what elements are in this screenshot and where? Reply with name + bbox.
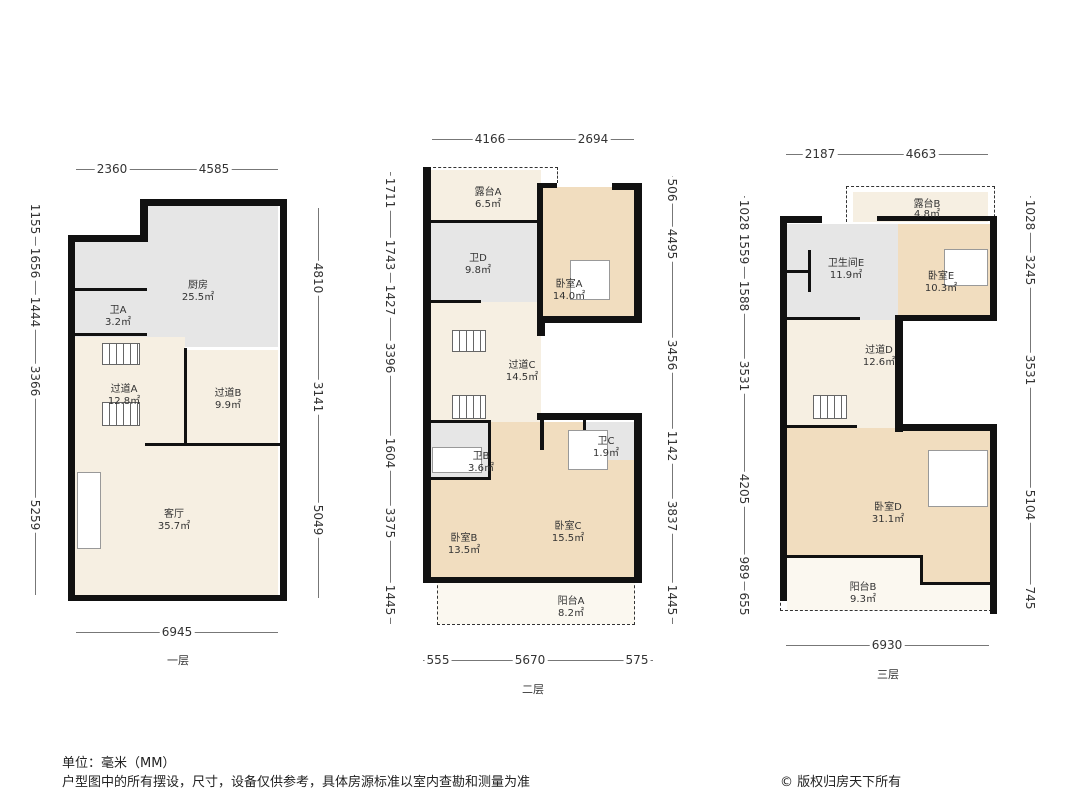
dim-left: 655: [737, 590, 751, 618]
dim-left: 989: [737, 554, 751, 582]
dim-top: 2187: [802, 147, 838, 161]
unit-note: 单位：毫米（MM）: [62, 756, 176, 771]
dim-left: 1588: [737, 278, 751, 314]
copyright: © 版权归房天下所有: [780, 775, 902, 790]
dim-left: 1028: [737, 197, 751, 233]
dim-left: 1155: [28, 201, 42, 237]
dim-right: 1142: [665, 428, 679, 464]
dim-right: 5049: [311, 502, 325, 538]
dim-left: 3396: [383, 340, 397, 376]
dim-left: 5259: [28, 497, 42, 533]
dim-bottom: 5670: [512, 653, 548, 667]
dim-top: 2360: [94, 162, 130, 176]
dim-top: 4166: [472, 132, 508, 146]
dim-top: 4663: [903, 147, 939, 161]
dim-right: 1028: [1023, 197, 1037, 233]
dim-left: 4205: [737, 471, 751, 507]
disclaimer: 户型图中的所有摆设，尺寸，设备仅供参考，具体房源标准以室内查勘和测量为准: [62, 775, 531, 790]
dim-right: 5104: [1023, 487, 1037, 523]
dim-bottom: 6945: [159, 625, 195, 639]
dim-left: 1711: [383, 175, 397, 211]
dim-left: 1559: [737, 231, 751, 267]
dim-top: 4585: [196, 162, 232, 176]
floor-title: 一层: [167, 654, 189, 667]
dim-right: 1445: [665, 582, 679, 618]
dim-right: 3531: [1023, 352, 1037, 388]
dim-right: 3456: [665, 337, 679, 373]
dim-left: 1445: [383, 582, 397, 618]
dim-right: 3141: [311, 379, 325, 415]
dim-left: 1743: [383, 237, 397, 273]
dim-right: 745: [1023, 584, 1037, 612]
dim-right: 506: [665, 176, 679, 204]
dim-bottom: 555: [424, 653, 452, 667]
dim-bottom: 6930: [869, 638, 905, 652]
dim-left: 1444: [28, 294, 42, 330]
floor-title: 二层: [522, 683, 544, 696]
dim-left: 1656: [28, 245, 42, 281]
dim-bottom: 575: [623, 653, 651, 667]
dim-top: 2694: [575, 132, 611, 146]
dim-right: 4810: [311, 260, 325, 296]
dim-left: 1427: [383, 282, 397, 318]
dim-left: 3366: [28, 363, 42, 399]
dim-left: 3375: [383, 505, 397, 541]
dim-left: 1604: [383, 435, 397, 471]
dim-right: 3245: [1023, 252, 1037, 288]
dim-right: 4495: [665, 226, 679, 262]
floor-title: 三层: [877, 668, 899, 681]
dim-left: 3531: [737, 358, 751, 394]
dim-right: 3837: [665, 498, 679, 534]
